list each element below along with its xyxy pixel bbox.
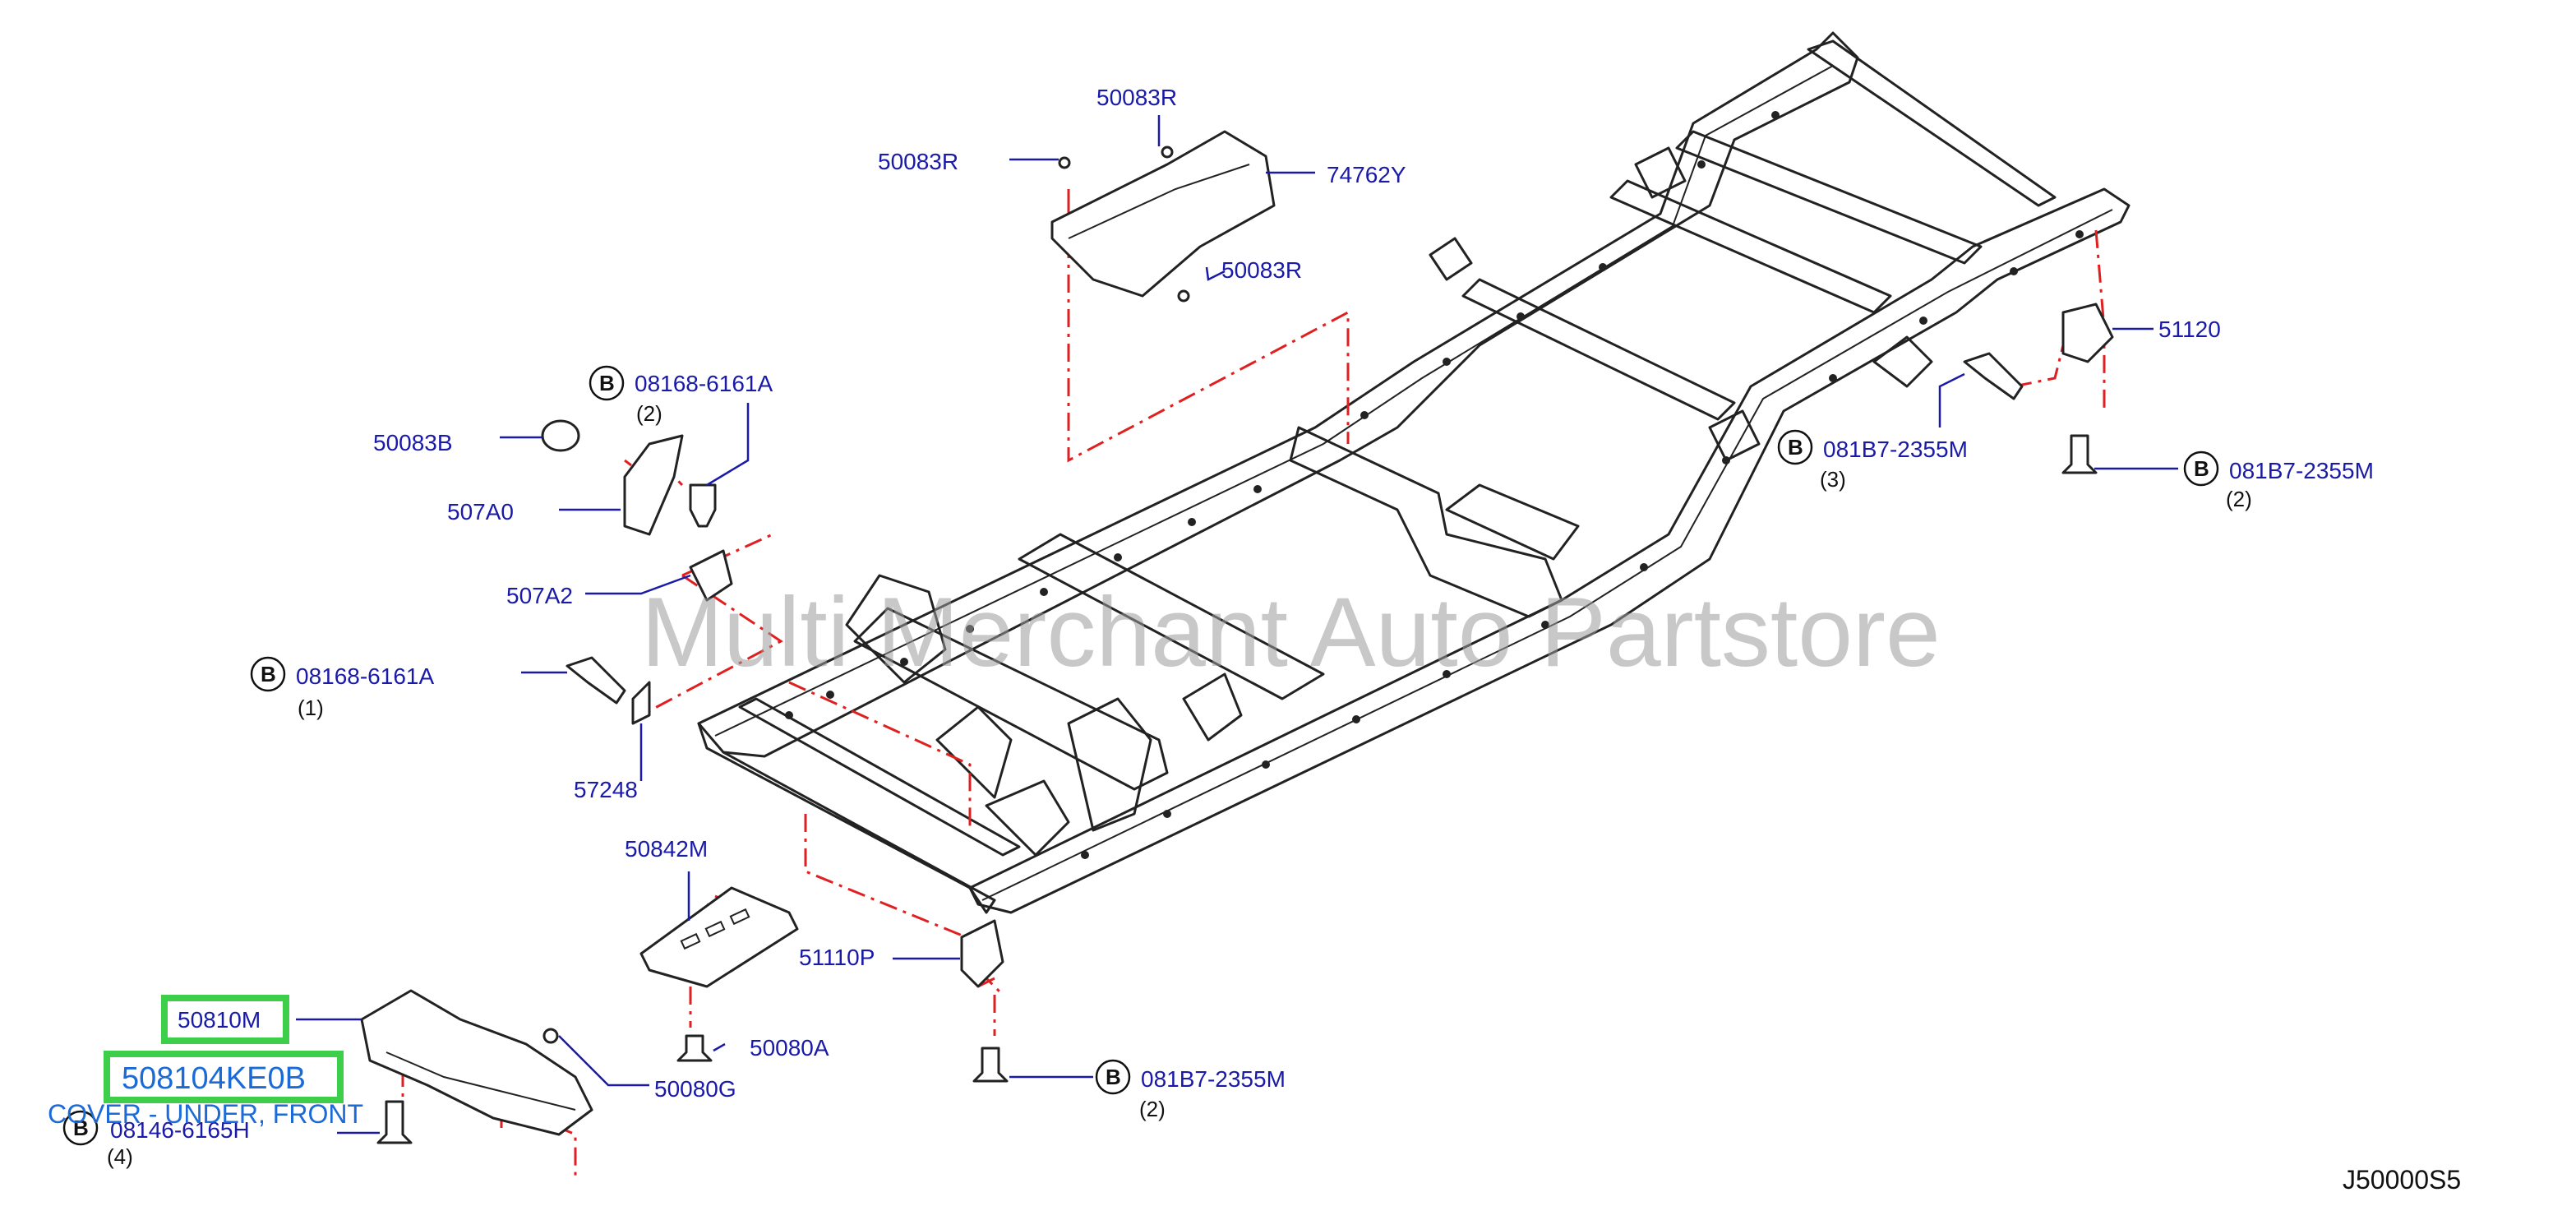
bracket-507A2[interactable] — [689, 549, 733, 602]
mount-51110P[interactable] — [960, 919, 1004, 988]
bolt-marker-icon — [1777, 429, 1813, 465]
clip-57248[interactable] — [631, 681, 651, 725]
svg-text:(2): (2) — [2226, 487, 2252, 511]
svg-text:B: B — [261, 662, 276, 686]
under-cover-50810M[interactable] — [360, 989, 593, 1136]
highlight-part-box[interactable] — [161, 995, 289, 1044]
chassis-frame — [697, 31, 2131, 914]
bolt-08168-top[interactable] — [689, 483, 717, 528]
svg-text:(2): (2) — [636, 401, 662, 426]
label-74762Y[interactable]: 74762Y — [1327, 162, 1406, 187]
label-51120[interactable]: 51120 — [2158, 317, 2221, 342]
grommet-50083B[interactable] — [541, 419, 580, 452]
svg-text:B: B — [599, 371, 615, 395]
bolt-marker-icon — [2183, 451, 2219, 487]
part-labels: 50083R 50083R 74762Y 50083R B 08168-6161… — [48, 85, 2461, 1195]
label-51110P[interactable]: 51110P — [799, 945, 875, 970]
label-081B7-bottom[interactable]: 081B7-2355M — [1141, 1066, 1286, 1092]
label-081B7-right[interactable]: 081B7-2355M — [2229, 458, 2374, 483]
bolt-marker-icon — [62, 1110, 99, 1146]
bolt-081B7-right[interactable] — [2061, 434, 2098, 474]
label-50083B[interactable]: 50083B — [373, 430, 453, 455]
bolt-08146[interactable] — [376, 1100, 413, 1144]
watermark: Multi Merchant Auto Partstore — [641, 577, 1941, 687]
bolt-08168-left[interactable] — [566, 656, 626, 705]
bolt-081B7-mid[interactable] — [1963, 352, 2024, 400]
svg-text:B: B — [2194, 456, 2209, 481]
bolt-marker-icon — [1095, 1059, 1131, 1095]
svg-text:(4): (4) — [107, 1144, 133, 1169]
svg-text:(2): (2) — [1139, 1097, 1166, 1121]
label-507A0[interactable]: 507A0 — [447, 499, 514, 525]
svg-text:B: B — [1788, 435, 1803, 460]
bolt-081B7-bottom[interactable] — [972, 1047, 1009, 1083]
heat-shield-74762Y[interactable] — [1050, 130, 1276, 298]
label-50080G[interactable]: 50080G — [654, 1076, 736, 1102]
highlight-oem-box[interactable] — [104, 1051, 344, 1103]
label-507A2[interactable]: 507A2 — [506, 583, 573, 608]
highlight-part-number[interactable]: 50810M — [178, 1007, 261, 1033]
label-57248[interactable]: 57248 — [574, 777, 638, 802]
label-08168-top[interactable]: 08168-6161A — [635, 371, 773, 396]
bolt-50080A[interactable] — [676, 1034, 713, 1062]
label-50083R-top[interactable]: 50083R — [1096, 85, 1177, 110]
skid-plate-50842M[interactable] — [639, 886, 799, 988]
bolt-marker-icon — [250, 656, 286, 692]
label-081B7-mid[interactable]: 081B7-2355M — [1823, 437, 1968, 462]
bolt-marker-icon — [589, 365, 625, 401]
label-50080A[interactable]: 50080A — [750, 1035, 829, 1061]
frame-holes — [785, 111, 2084, 859]
svg-text:B: B — [1106, 1065, 1121, 1089]
diagram-code: J50000S5 — [2343, 1165, 2461, 1195]
highlight-description: COVER - UNDER, FRONT — [48, 1099, 363, 1129]
highlight-oem-number[interactable]: 508104KE0B — [122, 1061, 306, 1096]
leader-lines — [296, 115, 2178, 1135]
svg-text:(1): (1) — [298, 695, 324, 720]
bracket-507A0[interactable] — [623, 434, 684, 536]
mount-51120[interactable] — [2061, 303, 2114, 363]
installation-lines — [401, 189, 2106, 1176]
label-08146[interactable]: 08146-6165H — [110, 1117, 250, 1143]
label-50842M[interactable]: 50842M — [625, 836, 708, 862]
svg-text:(3): (3) — [1820, 467, 1846, 492]
label-50083R-left[interactable]: 50083R — [878, 149, 958, 174]
label-50083R-right[interactable]: 50083R — [1221, 257, 1302, 283]
label-08168-left[interactable]: 08168-6161A — [296, 663, 434, 689]
svg-text:B: B — [73, 1116, 89, 1140]
